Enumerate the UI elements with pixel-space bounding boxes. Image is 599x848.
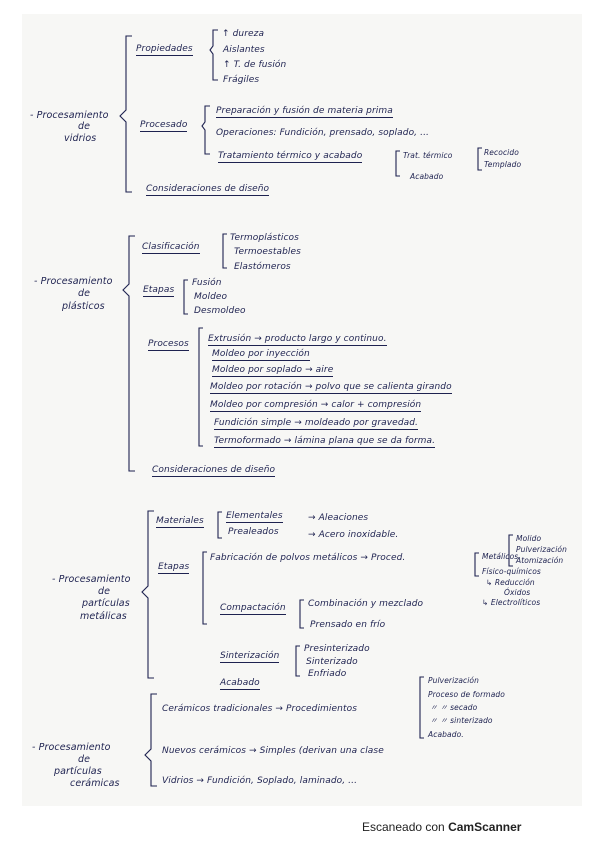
scanned-sheet: - Procesamiento de vidrios Propiedades ↑… <box>22 14 582 806</box>
sinterizacion-item: Presinterizado <box>304 644 370 654</box>
section-title-ceramicas-3: partículas <box>54 766 102 777</box>
clasificacion-item: Termoplásticos <box>230 233 299 243</box>
procesos-item: Moldeo por soplado → aire <box>212 365 334 377</box>
prealeados: Prealeados <box>228 527 279 537</box>
procesos-item: Termoformado → lámina plana que se da fo… <box>214 436 436 448</box>
nuevos-ceramicos: Nuevos cerámicos → Simples (derivan una … <box>162 746 384 756</box>
sinterizacion-label: Sinterización <box>220 651 280 663</box>
procesos-item: Moldeo por rotación → polvo que se calie… <box>210 382 452 394</box>
acero-inoxidable: → Acero inoxidable. <box>308 530 399 540</box>
trat-termico: Trat. térmico <box>403 151 453 160</box>
consideraciones-plasticos: Consideraciones de diseño <box>152 465 276 477</box>
procesos-item: Fundición simple → moldeado por gravedad… <box>214 418 419 430</box>
section-title-ceramicas-1: - Procesamiento <box>32 742 111 753</box>
trad-item: 〃 〃 sinterizado <box>430 716 493 725</box>
vidrios-ceramicas: Vidrios → Fundición, Soplado, laminado, … <box>162 776 358 786</box>
fisico-quimicos: Físico-químicos <box>482 567 541 576</box>
procesado-item: Tratamiento térmico y acabado <box>218 151 363 163</box>
etapas-plasticos-label: Etapas <box>143 285 175 297</box>
watermark-brand: CamScanner <box>448 820 522 834</box>
section-title-ceramicas-2: de <box>78 754 91 765</box>
trat-item: Templado <box>484 160 522 169</box>
compactacion-label: Compactación <box>220 603 286 615</box>
clasificacion-label: Clasificación <box>142 242 200 254</box>
fisico-item: ↳ Electrolíticos <box>482 598 541 607</box>
procesado-label: Procesado <box>140 120 188 132</box>
section-title-plasticos-3: plásticos <box>62 301 105 312</box>
brace-lines <box>119 29 513 787</box>
trad-item: Pulverización <box>428 676 479 685</box>
section-title-vidrios-3: vidrios <box>64 133 97 144</box>
fisico-item: ↳ Reducción <box>486 578 535 587</box>
scanner-watermark: Escaneado con CamScanner <box>362 820 521 834</box>
clasificacion-item: Termoestables <box>234 247 301 257</box>
propiedades-item: ↑ dureza <box>222 29 265 39</box>
compactacion-item: Prensado en frío <box>310 620 386 630</box>
section-title-metalicas-3: partículas <box>82 598 130 609</box>
consideraciones-vidrios: Consideraciones de diseño <box>146 184 270 196</box>
fisico-item: Óxidos <box>504 588 531 597</box>
section-title-plasticos-2: de <box>78 288 91 299</box>
metodos-item: Atomización <box>516 556 564 565</box>
acabado-vidrio: Acabado <box>410 172 444 181</box>
compactacion-item: Combinación y mezclado <box>308 599 424 609</box>
metodos-item: Molido <box>516 534 542 543</box>
propiedades-item: Aislantes <box>223 45 265 55</box>
propiedades-item: Frágiles <box>223 75 260 85</box>
section-title-ceramicas-4: cerámicas <box>70 778 120 789</box>
section-title-vidrios-1: - Procesamiento <box>30 110 109 121</box>
etapas-metalicas-label: Etapas <box>158 562 190 574</box>
section-title-vidrios-2: de <box>78 121 91 132</box>
trad-item: 〃 〃 secado <box>430 703 478 712</box>
procesos-item: Extrusión → producto largo y continuo. <box>208 334 387 346</box>
elementales: Elementales <box>226 511 283 523</box>
section-title-metalicas-4: metálicas <box>80 611 127 622</box>
procesos-item: Moldeo por inyección <box>212 349 310 361</box>
sinterizacion-item: Enfriado <box>308 669 347 679</box>
section-title-metalicas-2: de <box>98 586 111 597</box>
etapas-plasticos-item: Fusión <box>192 278 222 288</box>
clasificacion-item: Elastómeros <box>234 262 291 272</box>
procesos-item: Moldeo por compresión → calor + compresi… <box>210 400 422 412</box>
trad-item: Acabado. <box>428 730 464 739</box>
procesado-item: Operaciones: Fundición, prensado, soplad… <box>216 128 429 138</box>
etapas-plasticos-item: Desmoldeo <box>194 306 246 316</box>
procesado-item: Preparación y fusión de materia prima <box>216 106 393 118</box>
metodos-item: Pulverización <box>516 545 567 554</box>
trad-item: Proceso de formado <box>428 690 505 699</box>
aleaciones: → Aleaciones <box>308 513 369 523</box>
etapas-plasticos-item: Moldeo <box>194 292 228 302</box>
ceramicos-tradicionales: Cerámicos tradicionales → Procedimientos <box>162 704 357 714</box>
propiedades-item: ↑ T. de fusión <box>223 60 287 70</box>
materiales-label: Materiales <box>156 516 204 528</box>
procesos-label: Procesos <box>148 339 189 351</box>
watermark-prefix: Escaneado con <box>362 820 445 834</box>
trat-item: Recocido <box>484 148 519 157</box>
section-title-metalicas-1: - Procesamiento <box>52 574 131 585</box>
acabado-metalicas: Acabado <box>220 678 260 690</box>
fabricacion-polvos: Fabricación de polvos metálicos → Proced… <box>210 553 406 563</box>
propiedades-label: Propiedades <box>136 44 193 56</box>
metodos-metalicos: Metálicos <box>482 552 519 561</box>
sinterizacion-item: Sinterizado <box>306 657 358 667</box>
section-title-plasticos-1: - Procesamiento <box>34 276 113 287</box>
